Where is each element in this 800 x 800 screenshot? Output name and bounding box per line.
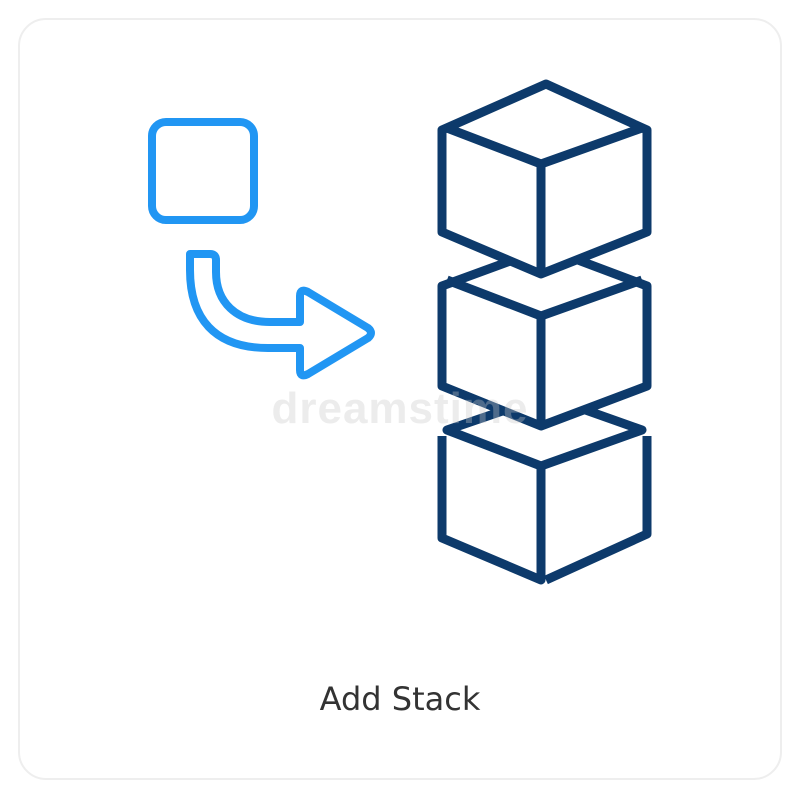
icon-card <box>18 18 782 780</box>
square-icon <box>148 118 258 224</box>
curved-arrow-icon <box>186 250 375 380</box>
cube-icon <box>437 79 652 279</box>
icon-caption: Add Stack <box>319 680 481 718</box>
cube-icon <box>437 243 652 431</box>
watermark: dreamstime <box>271 384 529 433</box>
